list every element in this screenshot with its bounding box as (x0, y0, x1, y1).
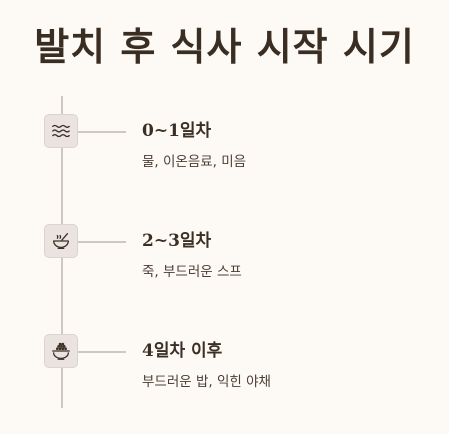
soup-bowl-icon (44, 224, 78, 258)
step-connector (77, 131, 126, 133)
rice-bowl-icon (44, 334, 78, 368)
timeline-step-2: 2~3일차 죽, 부드러운 스프 (0, 224, 449, 304)
step-description: 물, 이온음료, 미음 (142, 154, 247, 170)
page-title: 발치 후 식사 시작 시기 (34, 25, 415, 69)
step-description: 죽, 부드러운 스프 (142, 264, 242, 280)
step-title: 2~3일차 (142, 231, 212, 251)
timeline-step-1: 0~1일차 물, 이온음료, 미음 (0, 114, 449, 194)
water-waves-icon (44, 114, 78, 148)
step-title: 4일차 이후 (142, 341, 223, 361)
step-description: 부드러운 밥, 익힌 야채 (142, 374, 271, 390)
timeline-step-3: 4일차 이후 부드러운 밥, 익힌 야채 (0, 334, 449, 414)
step-connector (77, 351, 126, 353)
step-connector (77, 241, 126, 243)
step-title: 0~1일차 (142, 121, 212, 141)
